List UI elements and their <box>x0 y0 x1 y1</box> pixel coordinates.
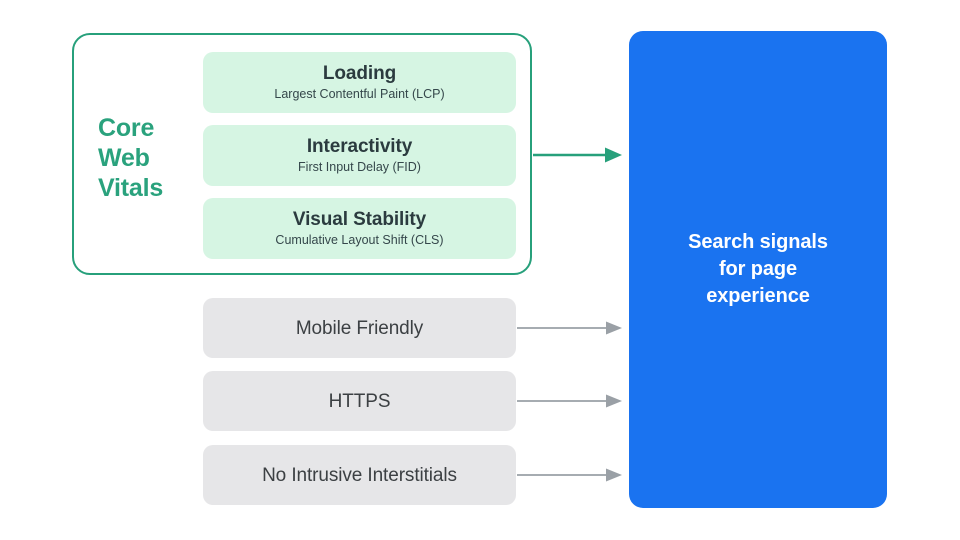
core-web-vitals-group <box>72 33 532 275</box>
core-web-vitals-group-label: Core Web Vitals <box>98 113 194 203</box>
signal-label: No Intrusive Interstitials <box>262 464 457 486</box>
vital-subtitle: First Input Delay (FID) <box>298 160 421 174</box>
outcome-panel: Search signals for page experience <box>629 31 887 508</box>
vital-title: Loading <box>322 63 397 84</box>
signal-card-no-intrusive-interstitials[interactable]: No Intrusive Interstitials <box>203 445 516 505</box>
vital-subtitle: Largest Contentful Paint (LCP) <box>274 87 445 101</box>
core-web-vitals-label-line-2: Web <box>98 144 150 172</box>
core-web-vitals-label-line-3: Vitals <box>98 174 164 202</box>
vital-title: Interactivity <box>306 136 413 157</box>
signal-label: Mobile Friendly <box>295 317 424 339</box>
vital-card-interactivity[interactable]: Interactivity First Input Delay (FID) <box>203 125 516 186</box>
signal-label: HTTPS <box>328 390 391 412</box>
vital-title: Visual Stability <box>292 209 427 230</box>
https-arrow <box>517 394 622 408</box>
mobile-friendly-arrow <box>517 321 622 335</box>
no-intrusive-interstitials-arrow <box>517 468 622 482</box>
vital-subtitle: Cumulative Layout Shift (CLS) <box>275 233 444 247</box>
core-web-vitals-arrow <box>533 147 622 163</box>
signal-card-https[interactable]: HTTPS <box>203 371 516 431</box>
vital-card-visual-stability[interactable]: Visual Stability Cumulative Layout Shift… <box>203 198 516 259</box>
signal-card-mobile-friendly[interactable]: Mobile Friendly <box>203 298 516 358</box>
core-web-vitals-label-line-1: Core <box>98 114 155 142</box>
vital-card-loading[interactable]: Loading Largest Contentful Paint (LCP) <box>203 52 516 113</box>
outcome-panel-text: Search signals for page experience <box>688 231 828 307</box>
